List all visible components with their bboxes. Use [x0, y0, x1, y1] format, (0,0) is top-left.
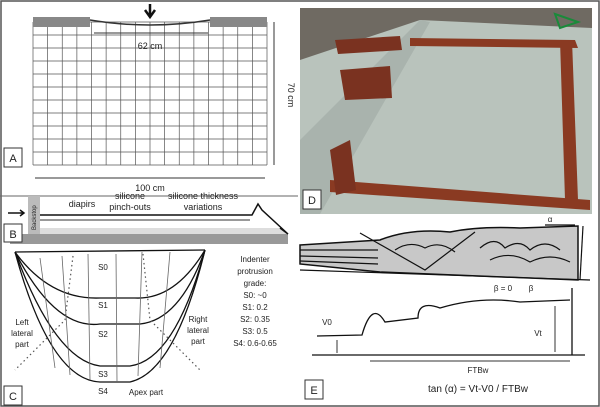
panel-b-label: B: [9, 229, 16, 241]
right-lateral-label: lateral: [187, 326, 209, 335]
cross-section: [299, 225, 579, 281]
backstop-label: Backstop: [32, 205, 38, 230]
base-plate: [10, 234, 288, 244]
pinchout-label-1: silicone: [115, 191, 145, 201]
panel-c-label-box: [3, 385, 23, 406]
stage-s4-line: [14, 249, 206, 383]
push-arrow-icon: [8, 209, 26, 217]
stage-label: S0: [98, 263, 108, 272]
legend-title: Indenter: [240, 255, 270, 264]
panel-b-label-box: [3, 223, 23, 243]
wood-frame: [410, 38, 578, 48]
wood-frame: [560, 40, 578, 200]
wood-block: [335, 36, 402, 100]
silicone-layer: [40, 228, 288, 234]
v0-label: V0: [322, 318, 332, 327]
panel-d-photo: D: [300, 8, 592, 214]
stage-label: S4: [98, 387, 108, 396]
beta0-label: β = 0: [494, 284, 513, 293]
stage-label: S1: [98, 301, 108, 310]
pinchout-label-2: pinch-outs: [109, 202, 151, 212]
set-square: [553, 12, 582, 30]
right-lateral-label: Right: [189, 315, 208, 324]
panel-c-labels: S0 S1 S2 S3 S4 Left lateral part Right l…: [3, 255, 277, 406]
legend-title: grade:: [244, 279, 267, 288]
model-grid: [32, 21, 268, 166]
panel-a: 62 cm 70 cm 100 cm A: [3, 4, 296, 193]
panel-b: Backstop diapirs silicone pinch-outs sil…: [0, 191, 298, 244]
thickness-label-1: silicone thickness: [168, 191, 239, 201]
formula: tan (α) = Vt-V0 / FTBw: [428, 384, 529, 395]
indenter-front: [89, 19, 211, 26]
stage-label: S2: [98, 330, 108, 339]
vt-label: Vt: [534, 329, 542, 338]
stage-s2-line: [14, 249, 206, 326]
backstop: [28, 196, 40, 234]
legend-item: S2: 0.35: [240, 315, 270, 324]
left-lateral-label: part: [15, 340, 30, 349]
left-lateral-label: lateral: [11, 329, 33, 338]
panel-d-label-box: [302, 189, 322, 210]
grid-lines: [32, 21, 268, 166]
alpha-label: α: [548, 215, 553, 224]
right-lateral-label: part: [191, 337, 206, 346]
panel-e: α β = 0 β V0 Vt FTBw tan (α) = Vt-V0 / F…: [299, 215, 591, 400]
wood-frame: [330, 180, 590, 210]
panel-e-label: E: [310, 385, 317, 397]
stage-s3-line: [14, 249, 206, 367]
panel-a-label-box: [3, 147, 23, 168]
ftbw-label: FTBw: [468, 366, 489, 375]
beta-label: β: [529, 284, 534, 293]
legend-item: S4: 0.6-0.65: [233, 339, 277, 348]
legend-item: S1: 0.2: [242, 303, 268, 312]
panel-c-label: C: [9, 391, 17, 403]
left-grey-bar: [33, 17, 90, 27]
stage-s1-line: [14, 249, 206, 299]
length-label: 100 cm: [135, 183, 165, 193]
legend-title: protrusion: [237, 267, 273, 276]
height-label: 70 cm: [286, 83, 296, 108]
legend-item: S3: 0.5: [242, 327, 268, 336]
diapirs-label: diapirs: [69, 199, 96, 209]
width-label: 62 cm: [138, 41, 163, 51]
height-arrows: [336, 306, 556, 353]
panel-c: [14, 249, 206, 383]
legend-item: S0: ~0: [243, 291, 267, 300]
stage-s0-line: [14, 249, 206, 253]
clamp: [330, 140, 356, 195]
sand-pack: [40, 202, 289, 235]
panel-e-label-box: [304, 379, 324, 400]
thickness-label-2: variations: [184, 202, 223, 212]
push-arrow-icon: [143, 4, 157, 20]
wedge-profile: [312, 288, 585, 356]
apex-label: Apex part: [129, 388, 164, 397]
left-lateral-label: Left: [15, 318, 29, 327]
panel-a-label: A: [9, 153, 17, 165]
panel-d-label: D: [308, 195, 316, 207]
stage-label: S3: [98, 370, 108, 379]
right-grey-bar: [210, 17, 267, 27]
